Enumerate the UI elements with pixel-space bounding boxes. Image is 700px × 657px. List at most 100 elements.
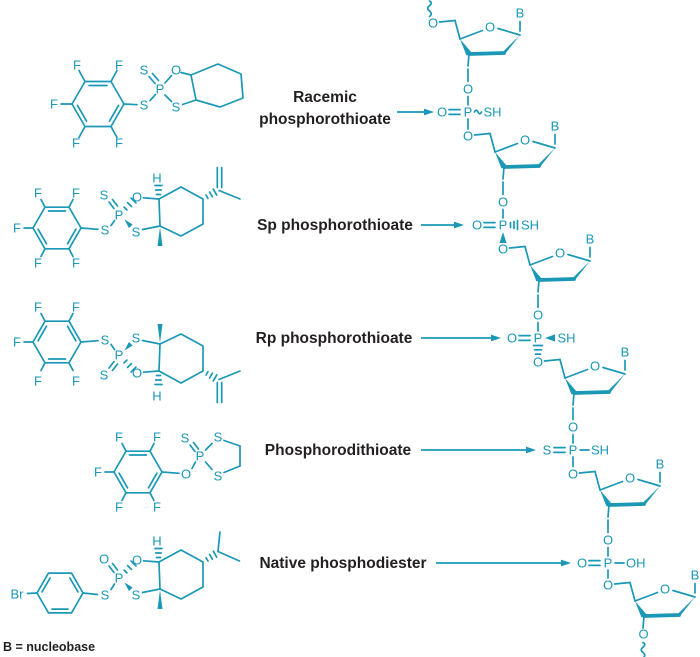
atom-F: F (72, 186, 80, 201)
atom-S: S (100, 188, 109, 203)
atom-O: O (638, 627, 648, 642)
atom-O: O (437, 105, 447, 120)
atom-O: O (181, 467, 191, 482)
atom-SH: SH (521, 218, 539, 233)
linkage-racemic-phosphorothioate: O P O SH (437, 68, 502, 130)
dna-chain: O P O SH O P O SH (426, 0, 700, 657)
atom-F: F (115, 430, 123, 445)
atom-P: P (534, 331, 543, 346)
linkage-phosphorodithioate: O P S SH (543, 407, 609, 468)
isopropenyl-group (205, 370, 241, 404)
atom-SH: SH (558, 331, 576, 346)
nucleoside-sugar-5 (566, 454, 667, 519)
reagent-dithioate-structure: F F F F F O P S S S (94, 430, 241, 515)
wedge-bond (124, 341, 133, 351)
atom-S: S (140, 98, 149, 113)
atom-O: O (568, 420, 578, 435)
chain-start-squiggle (426, 0, 433, 18)
atom-P: P (115, 208, 124, 223)
atom-F: F (115, 136, 123, 151)
wedge-bond-O (499, 232, 507, 243)
nucleoside-sugar-6 (601, 565, 700, 630)
atom-F: F (34, 374, 42, 389)
atom-F: F (72, 374, 80, 389)
atom-O: O (99, 552, 109, 567)
atom-P: P (604, 556, 613, 571)
linkage-native-phosphodiester: O P O OH (577, 519, 646, 579)
wedge-bond (124, 582, 133, 592)
wedge-bond (124, 219, 133, 229)
nucleoside-sugar-3 (496, 229, 597, 294)
atom-S: S (100, 368, 109, 383)
hashed-bond-H (154, 184, 163, 196)
atom-F: F (153, 500, 161, 515)
atom-O: O (603, 533, 613, 548)
hashed-bond (123, 197, 137, 211)
methyl-wedge (157, 227, 163, 246)
atom-S: S (214, 469, 223, 484)
atom-O: O (577, 556, 587, 571)
atom-P: P (464, 105, 473, 120)
chain-end: O (638, 627, 649, 657)
atom-S: S (132, 331, 141, 346)
footnote-nucleobase: B = nucleobase (3, 640, 95, 654)
hashed-bond-H (154, 547, 163, 559)
atom-H: H (152, 171, 161, 186)
atom-P: P (569, 443, 578, 458)
atom-F: F (13, 221, 21, 236)
label-rp: Rp phosphorothioate (256, 330, 413, 347)
hashed-bond-O (532, 344, 544, 355)
atom-O: O (533, 308, 543, 323)
hashed-bond-H (154, 374, 163, 386)
arrow-sp (421, 221, 464, 229)
atom-F: F (50, 97, 58, 112)
atom-O: O (132, 190, 142, 205)
atom-F: F (34, 186, 42, 201)
atom-S: S (543, 443, 552, 458)
reagent-rp-structure: F F F F F S P S O H S (13, 300, 241, 404)
atom-O: O (132, 553, 142, 568)
atom-O: O (463, 82, 473, 97)
atom-S: S (140, 63, 149, 78)
atom-F: F (34, 300, 42, 315)
atom-SH: SH (484, 105, 502, 120)
reagent-native-structure: Br S P O O H S (11, 531, 241, 614)
wedge-bond-SH (545, 334, 555, 342)
reagent-sp-structure: F F F F F S P S O H S (13, 166, 241, 271)
linkage-rp-phosphorothioate: O P O SH (507, 294, 576, 355)
arrow-dithioate (421, 446, 536, 454)
atom-F: F (115, 58, 123, 73)
label-dithioate: Phosphorodithioate (265, 442, 412, 459)
atom-P: P (156, 82, 165, 97)
atom-O: O (498, 195, 508, 210)
atom-F: F (72, 136, 80, 151)
hashed-bond (123, 359, 137, 373)
reagent-racemic-structure: F F F F F S P S O S (50, 58, 244, 151)
label-sp: Sp phosphorothioate (257, 217, 413, 234)
row-labels: Racemic phosphorothioate Sp phosphorothi… (256, 89, 427, 572)
atom-S: S (214, 430, 223, 445)
arrow-racemic (397, 108, 434, 116)
chain-end-squiggle (640, 641, 646, 657)
methyl-wedge (157, 324, 163, 343)
atom-P: P (196, 449, 205, 464)
racemic-squiggle-bond (473, 109, 483, 115)
arrow-rp (421, 334, 501, 342)
atom-F: F (73, 58, 81, 73)
atom-O: O (171, 63, 181, 78)
atom-S: S (181, 431, 190, 446)
atom-P: P (115, 571, 124, 586)
atom-S: S (172, 100, 181, 115)
atom-P: P (115, 348, 124, 363)
atom-F: F (115, 500, 123, 515)
arrow-native (436, 559, 571, 567)
atom-F: F (153, 430, 161, 445)
label-native: Native phosphodiester (259, 555, 426, 572)
atom-O: O (472, 218, 482, 233)
isopropenyl-group (205, 166, 241, 200)
atom-F: F (72, 256, 80, 271)
atom-OH: OH (626, 556, 646, 571)
hashed-bond (123, 560, 137, 574)
hashed-bond-SH (509, 219, 519, 231)
